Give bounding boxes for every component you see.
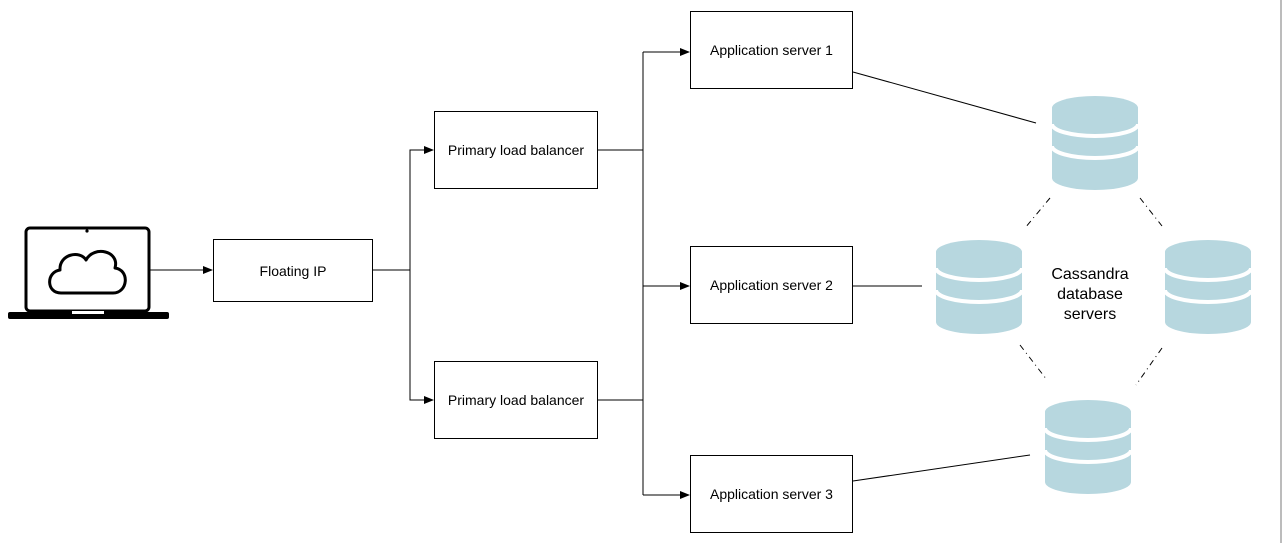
app-server-label: Application server 2 [710, 277, 833, 293]
connector-lines [150, 48, 1037, 499]
app-server-label: Application server 1 [710, 42, 833, 58]
window-edge [1280, 0, 1282, 543]
floating-ip-node: Floating IP [213, 239, 373, 302]
database-cylinder-icon [1163, 238, 1253, 336]
laptop-cloud-icon [8, 226, 169, 319]
app-server-node: Application server 3 [690, 455, 853, 533]
app-server-label: Application server 3 [710, 486, 833, 502]
cluster-label-line: Cassandra [1051, 266, 1129, 283]
floating-ip-label: Floating IP [259, 262, 327, 279]
cluster-links [1019, 197, 1163, 386]
load-balancer-node: Primary load balancer [434, 111, 598, 189]
load-balancer-label: Primary load balancer [447, 142, 585, 158]
app-server-node: Application server 1 [690, 11, 853, 89]
database-cylinder-icon [1050, 94, 1140, 192]
app-server-node: Application server 2 [690, 246, 853, 324]
cassandra-cluster-label: Cassandra database servers [1030, 265, 1150, 325]
load-balancer-label: Primary load balancer [447, 392, 585, 408]
database-cylinder-icon [934, 238, 1024, 336]
cluster-label-line: database [1057, 286, 1123, 303]
database-cylinder-icon [1043, 398, 1133, 496]
cluster-label-line: servers [1063, 306, 1117, 323]
load-balancer-node: Primary load balancer [434, 361, 598, 439]
